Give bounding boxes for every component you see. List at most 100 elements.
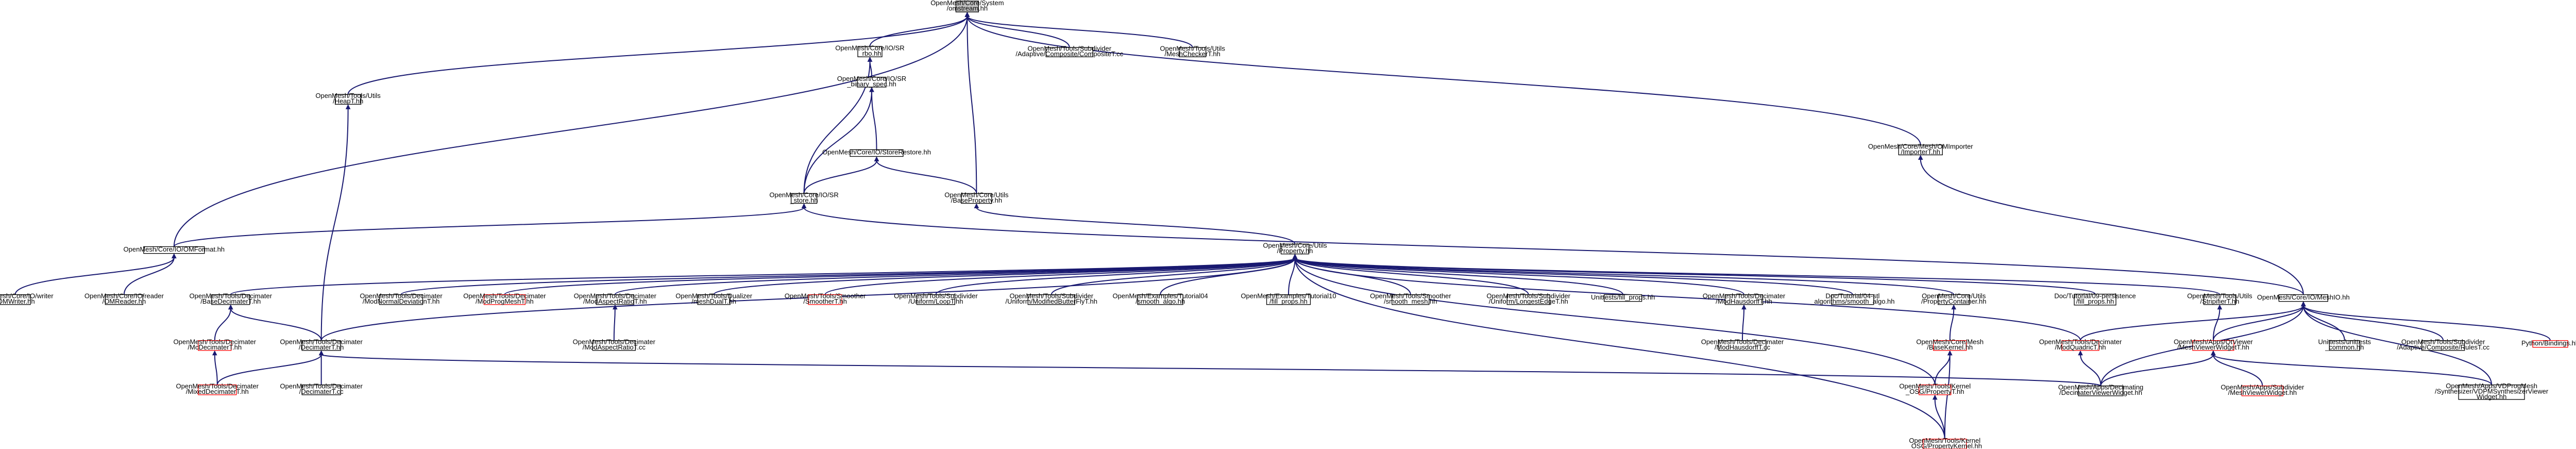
dependency-edge bbox=[1294, 258, 1529, 295]
dependency-edge bbox=[214, 308, 231, 341]
node-sr-store[interactable]: OpenMesh/Core/IO/SR_store.hh bbox=[769, 191, 838, 204]
node-omformat[interactable]: OpenMesh/Core/IO/OMFormat.hh bbox=[124, 245, 225, 254]
node-label-line: /fill_props.hh bbox=[2076, 297, 2114, 305]
dependency-edge bbox=[967, 16, 1921, 145]
node-unittests-common[interactable]: Unittests/unittests_common.hh bbox=[2318, 338, 2371, 352]
node-kernel-property[interactable]: OpenMesh/Tools/Kernel_OSG/PropertyT.hh bbox=[1899, 383, 1971, 396]
node-label-line: /Adaptive/Composite/RulesT.cc bbox=[2397, 343, 2489, 351]
node-label-line: /smooth_algo.hh bbox=[1136, 297, 1185, 305]
dependency-edge bbox=[2080, 305, 2304, 341]
edge-arrowhead bbox=[974, 203, 979, 209]
node-basedecimater[interactable]: OpenMesh/Tools/Decimater/BaseDecimaterT.… bbox=[190, 292, 273, 306]
node-decimatingviewer[interactable]: OpenMesh/Apps/Decimating/DecimaterViewer… bbox=[2058, 384, 2143, 397]
node-heapt[interactable]: OpenMesh/Tools/Utils/HeapT.hh bbox=[315, 92, 381, 105]
node-root[interactable]: OpenMesh/Core/System/omstream.hh bbox=[930, 0, 1004, 12]
node-omreader[interactable]: OpenMesh/Core/IO/reader/OMReader.hh bbox=[84, 292, 164, 306]
dependency-edge bbox=[2302, 305, 2551, 341]
node-subdivider-viewer[interactable]: OpenMesh/Apps/Subdivider/MeshViewerWidge… bbox=[2221, 384, 2304, 397]
node-omimporter[interactable]: OpenMesh/Core/Mesh/OMImporter/ImporterT.… bbox=[1868, 142, 1973, 156]
dependency-edge bbox=[230, 257, 1296, 295]
node-decimatert[interactable]: OpenMesh/Tools/Decimater/DecimaterT.hh bbox=[280, 338, 363, 352]
node-box bbox=[1045, 47, 1093, 57]
node-box bbox=[2532, 340, 2568, 348]
node-modhausdorff-cc[interactable]: OpenMesh/Tools/Decimater/ModHausdorffT.c… bbox=[1701, 338, 1784, 352]
node-baseprop[interactable]: OpenMesh/Core/Utils/BaseProperty.hh bbox=[944, 191, 1009, 204]
dependency-edge bbox=[2302, 305, 2493, 385]
node-label-line: OpenMesh/Tools/Kernel bbox=[1909, 437, 1980, 444]
node-longestedge[interactable]: OpenMesh/Tools/Subdivider/Uniform/Longes… bbox=[1486, 292, 1570, 306]
node-unittests-fill[interactable]: Unittests/fill_props.hh bbox=[1591, 293, 1655, 302]
node-box bbox=[1027, 294, 1075, 305]
node-box bbox=[1506, 294, 1550, 305]
node-modquadric[interactable]: OpenMesh/Tools/Decimater/ModQuadricT.hh bbox=[2039, 338, 2122, 352]
node-modaspectratio[interactable]: OpenMesh/Tools/Decimater/ModAspectRatioT… bbox=[574, 292, 657, 306]
node-mixeddecimater[interactable]: OpenMesh/Tools/Decimater/MixedDecimaterT… bbox=[176, 383, 259, 396]
node-meshdual[interactable]: OpenMesh/Tools/Dualizer/meshDualT.hh bbox=[675, 292, 753, 306]
node-kernel-propkernel[interactable]: OpenMesh/Tools/Kernel_OSG/PropertyKernel… bbox=[1907, 437, 1982, 449]
node-baseio[interactable]: OpenMesh/Core/IO/MeshIO.hh bbox=[2257, 293, 2350, 302]
node-label-line: OpenMesh/Tools/Decimater bbox=[280, 383, 363, 390]
node-mcdecimater[interactable]: OpenMesh/Tools/Decimater/McDecimaterT.hh bbox=[174, 338, 257, 352]
node-decimatert-cc[interactable]: OpenMesh/Tools/Decimater/DecimaterT.cc bbox=[280, 383, 363, 396]
node-box bbox=[105, 294, 143, 305]
node-doc-smooth[interactable]: Doc/Tutorial/04-stl_algorithms/smooth_al… bbox=[1810, 292, 1894, 306]
node-label-line: OpenMesh/Tools/Utils bbox=[1160, 45, 1225, 53]
node-stripifier[interactable]: OpenMesh/Tools/Utils/StripifierT.hh bbox=[2187, 292, 2252, 306]
node-modprogmesh[interactable]: OpenMesh/Tools/Decimater/ModProgMeshT.hh bbox=[463, 292, 546, 306]
node-box bbox=[2192, 340, 2234, 351]
node-label-line: /PropertyContainer.hh bbox=[1921, 297, 1986, 305]
node-sub-butterfly[interactable]: OpenMesh/Tools/Subdivider/Uniform/Modifi… bbox=[1006, 292, 1097, 306]
node-label-line: OpenMesh/Examples/Tutorial04 bbox=[1113, 292, 1208, 300]
node-meshchecker[interactable]: OpenMesh/Tools/Utils/MeshCheckerT.hh bbox=[1160, 45, 1225, 58]
node-box bbox=[0, 294, 31, 305]
node-box bbox=[2074, 293, 2116, 306]
dependency-edge bbox=[2212, 308, 2221, 341]
node-storerestore[interactable]: OpenMesh/Core/IO/StoreRestore.hh bbox=[822, 148, 931, 157]
dependency-edge bbox=[1294, 258, 2081, 341]
node-sub-composite[interactable]: OpenMesh/Tools/Subdivider/Adaptive/Compo… bbox=[1015, 45, 1123, 58]
node-label-line: Widget.hh bbox=[2477, 393, 2507, 401]
dependency-edge bbox=[713, 257, 1296, 295]
node-sub-loopt[interactable]: OpenMesh/Tools/Subdivider/Uniform/LoopT.… bbox=[894, 292, 978, 306]
node-propcontainer[interactable]: OpenMesh/Core/Utils/PropertyContainer.hh bbox=[1921, 292, 1986, 306]
dependency-edge bbox=[2080, 354, 2102, 386]
node-modaspect-cc[interactable]: OpenMesh/Tools/Decimater/ModAspectRatioT… bbox=[573, 338, 656, 352]
node-sr-io[interactable]: OpenMesh/Core/IO/SR_rbo.hh bbox=[835, 44, 904, 58]
node-tut04[interactable]: OpenMesh/Examples/Tutorial04/smooth_algo… bbox=[1113, 292, 1208, 306]
node-box bbox=[1898, 144, 1943, 156]
edge-arrowhead bbox=[171, 253, 177, 259]
edge-arrowhead bbox=[1951, 304, 1957, 310]
dependency-edge bbox=[1934, 398, 1945, 439]
node-modhausdorff[interactable]: OpenMesh/Tools/Decimater/ModHausdorffT.h… bbox=[1703, 292, 1786, 306]
node-label-line: OpenMesh/Tools/Decimater bbox=[574, 292, 657, 300]
node-sr-binary[interactable]: OpenMesh/Core/IO/SR_binary_spec.hh bbox=[837, 75, 906, 88]
node-label-line: /Uniform/LongestEdgeT.hh bbox=[1489, 297, 1568, 305]
node-qtviewer[interactable]: OpenMesh/Apps/QtViewer/MeshViewerWidgetT… bbox=[2174, 338, 2253, 352]
node-sub-rulest[interactable]: OpenMesh/Tools/Subdivider/Adaptive/Compo… bbox=[2397, 338, 2489, 352]
node-doc-persist[interactable]: Doc/Tutorial/09-persistence/fill_props.h… bbox=[2054, 292, 2136, 306]
node-label-line: /ModQuadricT.hh bbox=[2055, 343, 2106, 351]
node-label-line: /ModNormalDeviationT.hh bbox=[363, 297, 440, 305]
node-box bbox=[2241, 385, 2283, 396]
node-label-line: /omstream.hh bbox=[947, 5, 988, 12]
node-propertyhh[interactable]: OpenMesh/Core/Utils/Property.hh bbox=[1263, 242, 1327, 255]
node-smooth-mesh[interactable]: OpenMesh/Tools/Smoother/smooth_mesh.hh bbox=[1370, 292, 1451, 306]
dependency-edge bbox=[871, 91, 877, 150]
node-modnormaldev[interactable]: OpenMesh/Tools/Decimater/ModNormalDeviat… bbox=[360, 292, 443, 306]
dependency-edge bbox=[14, 257, 175, 295]
node-label-line: /ModProgMeshT.hh bbox=[476, 297, 534, 305]
dependency-edge bbox=[1920, 159, 2304, 295]
node-basekernel[interactable]: OpenMesh/Core/Mesh/BaseKernel.hh bbox=[1916, 338, 1984, 352]
node-smoothert[interactable]: OpenMesh/Tools/Smoother/SmootherT.hh bbox=[785, 292, 866, 306]
node-omwriter[interactable]: OpenMesh/Core/IO/writer/OMWriter.hh bbox=[0, 292, 54, 306]
edge-arrowhead bbox=[2211, 350, 2216, 356]
edge-arrowhead bbox=[212, 350, 217, 356]
node-tut10[interactable]: OpenMesh/Examples/Tutorial10/fill_props.… bbox=[1241, 292, 1336, 306]
dependency-edge bbox=[803, 91, 872, 194]
node-label-line: OpenMesh/Core/System bbox=[930, 0, 1004, 7]
node-vdpm-viewer[interactable]: OpenMesh/Apps/VDProgMesh/Synthesizer/VDP… bbox=[2435, 382, 2549, 401]
node-label-line: _OSG/PropertyKernel.hh bbox=[1907, 442, 1982, 449]
node-box bbox=[857, 77, 887, 88]
node-pybindings[interactable]: Python/Bindings.hh bbox=[2521, 339, 2576, 348]
node-box bbox=[1933, 340, 1967, 351]
